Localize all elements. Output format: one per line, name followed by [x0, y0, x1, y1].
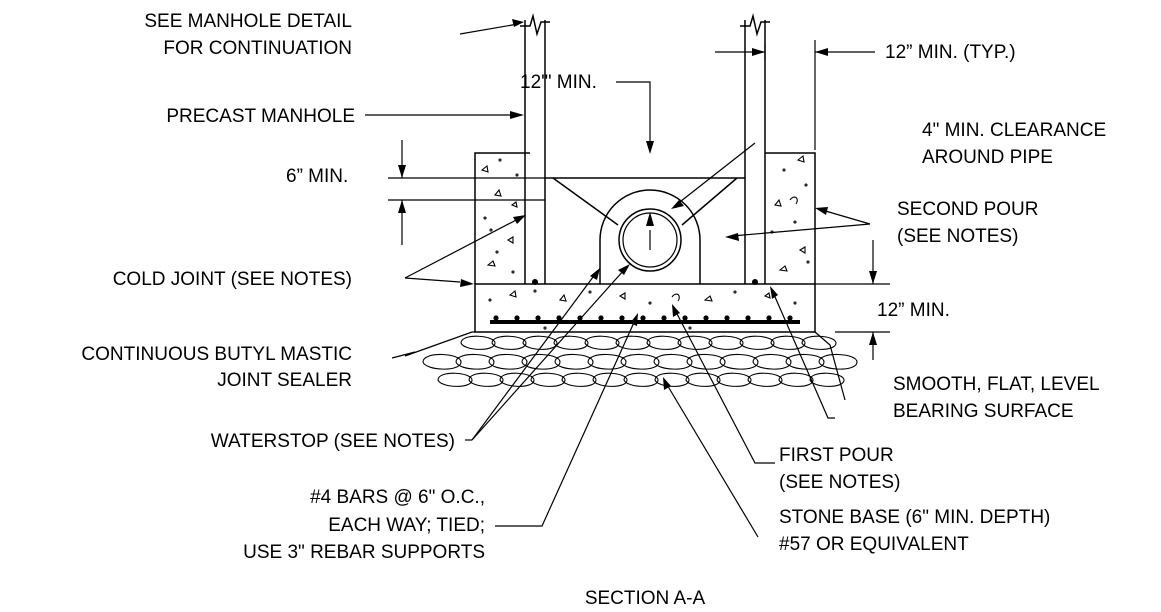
stone [587, 353, 627, 370]
rebar-dot [724, 315, 730, 321]
label-twelve-min-right: 12” MIN. [877, 300, 950, 321]
label-manhole-detail-2: FOR CONTINUATION [163, 38, 352, 59]
stone [522, 335, 558, 350]
stone [716, 372, 752, 387]
rebar-dot [745, 315, 751, 321]
label-smooth-1: SMOOTH, FLAT, LEVEL [893, 374, 1100, 395]
rebar-dot [787, 315, 793, 321]
stone [488, 353, 528, 370]
stone [747, 372, 783, 387]
stone [584, 335, 620, 350]
manhole-structure [474, 13, 816, 333]
stone [685, 372, 721, 387]
stone [785, 353, 825, 370]
label-butyl-2: JOINT SEALER [217, 370, 352, 391]
section-title: SECTION A-A [585, 588, 706, 609]
label-butyl-1: CONTINUOUS BUTYL MASTIC [81, 344, 352, 365]
stone [422, 353, 462, 370]
dimensions [388, 40, 890, 360]
label-twelve-min-typ: 12” MIN. (TYP.) [885, 42, 1016, 63]
label-second-pour-1: SECOND POUR [897, 199, 1038, 220]
label-clearance-1: 4" MIN. CLEARANCE [922, 120, 1106, 141]
stone [561, 372, 597, 387]
rebar-dot [556, 315, 562, 321]
rebar-mat [490, 279, 800, 324]
rebar-dot [493, 315, 499, 321]
stone [592, 372, 628, 387]
rebar-dot [661, 315, 667, 321]
stone [437, 372, 473, 387]
stone [739, 335, 775, 350]
stone [460, 335, 496, 350]
stone [752, 353, 792, 370]
rebar-dot [598, 315, 604, 321]
label-first-pour-1: FIRST POUR [779, 445, 894, 466]
stone [521, 353, 561, 370]
stone [499, 372, 535, 387]
stone [770, 335, 806, 350]
stone [623, 372, 659, 387]
stone [620, 353, 660, 370]
stone [653, 353, 693, 370]
stone-base [404, 331, 858, 401]
leader-lines [365, 19, 871, 538]
stone [809, 372, 845, 387]
label-second-pour-2: (SEE NOTES) [897, 226, 1018, 247]
rebar-dot [640, 315, 646, 321]
stone [468, 372, 504, 387]
stone [801, 335, 837, 350]
rebar-dot [514, 315, 520, 321]
label-smooth-2: BEARING SURFACE [893, 401, 1074, 422]
label-cold-joint: COLD JOINT (SEE NOTES) [113, 269, 352, 290]
rebar-dot [619, 315, 625, 321]
stone [646, 335, 682, 350]
label-six-min: 6” MIN. [286, 166, 348, 187]
rebar-dot [703, 315, 709, 321]
stone [553, 335, 589, 350]
label-stone-1: STONE BASE (6" MIN. DEPTH) [779, 507, 1050, 528]
label-stone-2: #57 OR EQUIVALENT [779, 534, 969, 555]
stone [778, 372, 814, 387]
stone [818, 353, 858, 370]
stone [615, 335, 651, 350]
label-first-pour-2: (SEE NOTES) [779, 472, 900, 493]
concrete-aggregate [480, 154, 810, 330]
label-bars-3: USE 3" REBAR SUPPORTS [243, 542, 485, 563]
stone [719, 353, 759, 370]
label-twelve-min-top: 12'" MIN. [520, 72, 597, 93]
stone [654, 372, 690, 387]
stone [491, 335, 527, 350]
label-bars-2: EACH WAY; TIED; [328, 515, 485, 536]
stone [455, 353, 495, 370]
rebar-dot [682, 315, 688, 321]
rebar-dot [535, 315, 541, 321]
label-waterstop: WATERSTOP (SEE NOTES) [211, 431, 455, 452]
stone [530, 372, 566, 387]
rebar-dot [577, 315, 583, 321]
label-manhole-detail-1: SEE MANHOLE DETAIL [144, 11, 352, 32]
rebar-dot [766, 315, 772, 321]
stone [677, 335, 713, 350]
label-precast-manhole: PRECAST MANHOLE [166, 106, 355, 127]
stone [554, 353, 594, 370]
label-clearance-2: AROUND PIPE [922, 147, 1053, 168]
stone [686, 353, 726, 370]
label-bars-1: #4 BARS @ 6" O.C., [310, 487, 485, 508]
annotation-labels: SEE MANHOLE DETAIL FOR CONTINUATION PREC… [81, 11, 1106, 609]
stone [708, 335, 744, 350]
